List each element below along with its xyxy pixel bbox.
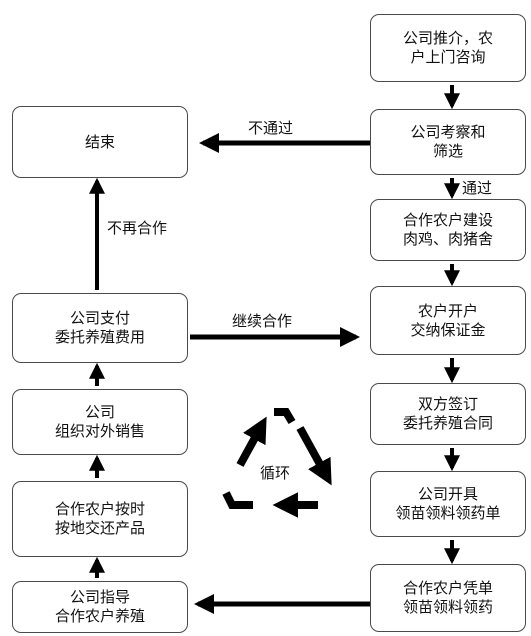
edge-label-stop: 不再合作 (107, 219, 168, 237)
node-end: 结束 (12, 106, 188, 178)
node-deliver: 合作农户按时 按地交还产品 (12, 481, 188, 557)
node-build-line1: 合作农户建设 (402, 211, 493, 230)
node-account-line2: 交纳保证金 (410, 320, 486, 339)
node-sell-line2: 组织对外销售 (54, 422, 145, 440)
node-collect-line2: 领苗领料领药 (402, 598, 493, 616)
node-inspect: 公司考察和 筛选 (370, 109, 526, 175)
node-issue-line2: 领苗领料领药单 (395, 504, 501, 522)
node-collect-line1: 合作农户凭单 (402, 579, 493, 598)
node-guide: 公司指导 合作农户养殖 (12, 581, 188, 633)
node-sign-line1: 双方签订 (417, 395, 478, 414)
recycle-icon (222, 408, 332, 518)
node-guide-line1: 公司指导 (69, 588, 130, 607)
node-sign: 双方签订 委托养殖合同 (370, 383, 526, 445)
cycle-label: 循环 (260, 464, 291, 482)
node-recommend: 公司推介，农 户上门咨询 (370, 14, 526, 82)
node-account: 农户开户 交纳保证金 (370, 286, 526, 355)
node-issue-line1: 公司开具 (417, 485, 478, 504)
node-deliver-line2: 按地交还产品 (54, 519, 145, 537)
node-end-line1: 结束 (84, 132, 115, 151)
node-account-line1: 农户开户 (417, 301, 478, 320)
edge-label-continue: 继续合作 (232, 312, 293, 330)
node-sell-line1: 公司 (84, 403, 115, 422)
node-sell: 公司 组织对外销售 (12, 389, 188, 455)
node-pay-line1: 公司支付 (69, 309, 130, 328)
node-pay-line2: 委托养殖费用 (54, 328, 145, 346)
node-build: 合作农户建设 肉鸡、肉猪舍 (370, 199, 526, 261)
node-sign-line2: 委托养殖合同 (402, 414, 493, 432)
edge-label-fail: 不通过 (248, 119, 294, 137)
node-inspect-line1: 公司考察和 (410, 123, 486, 142)
node-issue: 公司开具 领苗领料领药单 (370, 471, 526, 537)
node-build-line2: 肉鸡、肉猪舍 (402, 230, 493, 248)
node-recommend-line2: 户上门咨询 (410, 48, 486, 66)
node-guide-line2: 合作农户养殖 (54, 607, 145, 625)
node-recommend-line1: 公司推介，农 (402, 29, 493, 48)
node-pay: 公司支付 委托养殖费用 (12, 293, 188, 363)
node-collect: 合作农户凭单 领苗领料领药 (370, 564, 526, 632)
node-deliver-line1: 合作农户按时 (54, 500, 145, 519)
node-inspect-line2: 筛选 (432, 142, 463, 160)
edge-label-pass: 通过 (462, 179, 493, 197)
